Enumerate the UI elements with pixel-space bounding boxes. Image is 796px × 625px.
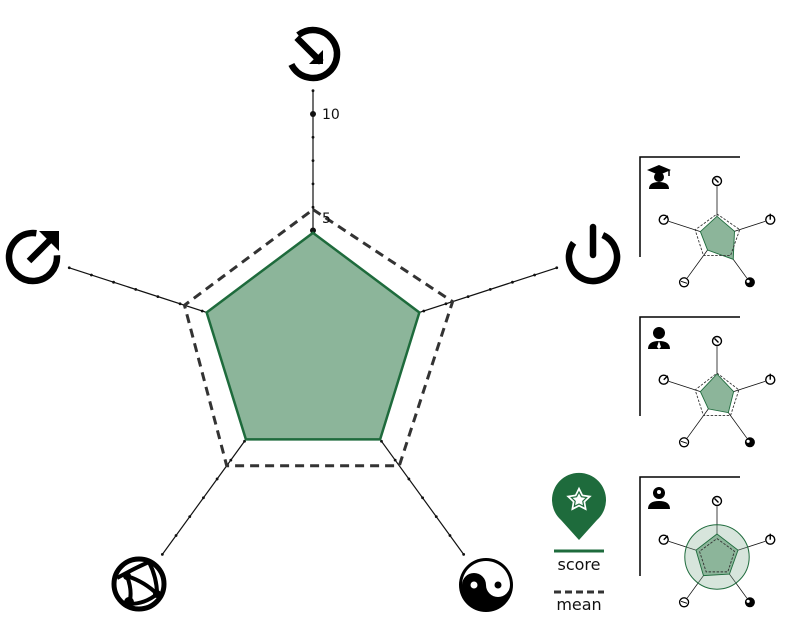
axis-tick xyxy=(311,135,315,139)
tick-label-10: 10 xyxy=(322,107,340,123)
power-icon xyxy=(765,213,776,225)
axis-tick xyxy=(407,477,411,481)
business-user-icon xyxy=(648,327,670,349)
mean-polygon xyxy=(182,207,455,468)
timer-icon xyxy=(285,26,341,82)
star-map-pin-icon xyxy=(552,472,606,540)
small-radar-series xyxy=(684,524,750,590)
axis-tick xyxy=(311,205,315,209)
mean-polygon xyxy=(694,372,740,417)
legend-score-label: score xyxy=(558,555,601,574)
axis-tick xyxy=(188,515,192,519)
axis-tick xyxy=(90,273,93,277)
score-polygon xyxy=(699,215,735,260)
export-icon xyxy=(658,374,669,385)
axis-tick xyxy=(393,458,397,462)
mean-polygon xyxy=(698,538,736,573)
axis-tick xyxy=(533,273,536,277)
axis-tick xyxy=(434,515,438,519)
power-icon xyxy=(765,533,776,545)
axis-tick xyxy=(466,295,470,298)
small-radar-series xyxy=(694,372,740,417)
axis-tick xyxy=(134,287,138,291)
axis-tick xyxy=(174,534,178,537)
small-radar-idea xyxy=(639,476,776,608)
axis-tick xyxy=(488,287,492,291)
graduate-user-icon xyxy=(647,165,671,189)
small-panel-frame xyxy=(639,316,740,416)
axis-tick xyxy=(229,458,233,462)
small-radar-series xyxy=(694,213,741,260)
score-polygon xyxy=(695,533,739,577)
axis-tick xyxy=(555,266,559,270)
idea-user-icon xyxy=(648,487,670,509)
tick-label-5: 5 xyxy=(322,211,331,227)
export-icon xyxy=(658,534,669,545)
power-icon xyxy=(565,223,621,285)
axis-tick xyxy=(178,302,182,306)
power-icon xyxy=(765,373,776,385)
axis-tick xyxy=(200,309,204,313)
network-ball-icon xyxy=(111,556,167,612)
score-polygon xyxy=(205,231,421,441)
main-radar-chart: 5 10 xyxy=(5,26,621,612)
axis-tick xyxy=(311,159,315,163)
axis-tick xyxy=(202,496,205,500)
yin-yang-icon xyxy=(744,277,755,288)
axis-tick xyxy=(448,534,452,537)
network-ball-icon xyxy=(678,277,690,288)
network-ball-icon xyxy=(678,597,690,608)
axis-tick xyxy=(462,552,466,556)
timer-icon xyxy=(711,175,723,187)
axis-tick xyxy=(310,111,316,117)
yin-yang-icon xyxy=(459,558,513,612)
small-radar-graduate xyxy=(639,156,776,288)
axis-tick xyxy=(311,89,315,93)
axis-tick xyxy=(160,552,164,556)
axis-tick xyxy=(112,280,115,284)
axis-tick xyxy=(215,477,219,481)
axis-tick xyxy=(511,280,514,284)
axis-tick xyxy=(444,302,448,306)
axis-tick xyxy=(156,295,160,298)
main-radar-series xyxy=(182,207,455,468)
score-polygon xyxy=(699,373,735,414)
axis-tick xyxy=(422,309,426,313)
mean-polygon xyxy=(694,213,741,257)
timer-icon xyxy=(711,335,723,347)
network-ball-icon xyxy=(678,437,690,448)
axis-tick xyxy=(311,182,315,186)
small-panel-frame xyxy=(639,476,740,576)
axis-tick xyxy=(310,227,316,234)
export-icon xyxy=(5,229,61,285)
axis-tick xyxy=(67,266,71,270)
timer-icon xyxy=(711,495,723,507)
legend: score mean xyxy=(552,472,606,614)
yin-yang-icon xyxy=(744,437,755,448)
axis-tick xyxy=(421,496,424,500)
small-panel-frame xyxy=(639,156,740,257)
legend-mean-label: mean xyxy=(556,595,601,614)
small-radar-business xyxy=(639,316,776,448)
yin-yang-icon xyxy=(744,597,755,608)
export-icon xyxy=(658,214,669,225)
